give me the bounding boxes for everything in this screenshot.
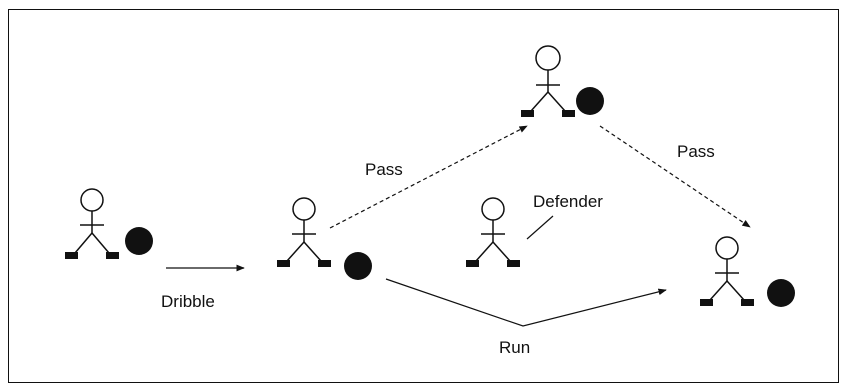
defender: [466, 197, 520, 267]
defender-pointer-line: [526, 215, 554, 240]
run-arrow: [385, 278, 667, 327]
player-after-dribble: [277, 197, 331, 267]
pass-arrow-right: [599, 125, 751, 228]
player-head: [535, 45, 561, 71]
ball-top: [576, 87, 604, 115]
player-top: [521, 45, 575, 117]
ball-receiver: [767, 279, 795, 307]
pass-label-right: Pass: [677, 142, 715, 161]
ball-after-dribble: [344, 252, 372, 280]
player-head: [292, 197, 316, 221]
run-label: Run: [499, 338, 530, 357]
player-head: [80, 188, 104, 212]
player-head: [481, 197, 505, 221]
player-receiver: [700, 236, 754, 306]
player-start: [65, 188, 119, 259]
pass-label-upper: Pass: [365, 160, 403, 179]
pass-arrow-upper: [329, 125, 528, 229]
player-head: [715, 236, 739, 260]
defender-label: Defender: [533, 192, 603, 211]
diagram-frame: [8, 9, 839, 383]
dribble-label: Dribble: [161, 292, 215, 311]
ball-start: [125, 227, 153, 255]
